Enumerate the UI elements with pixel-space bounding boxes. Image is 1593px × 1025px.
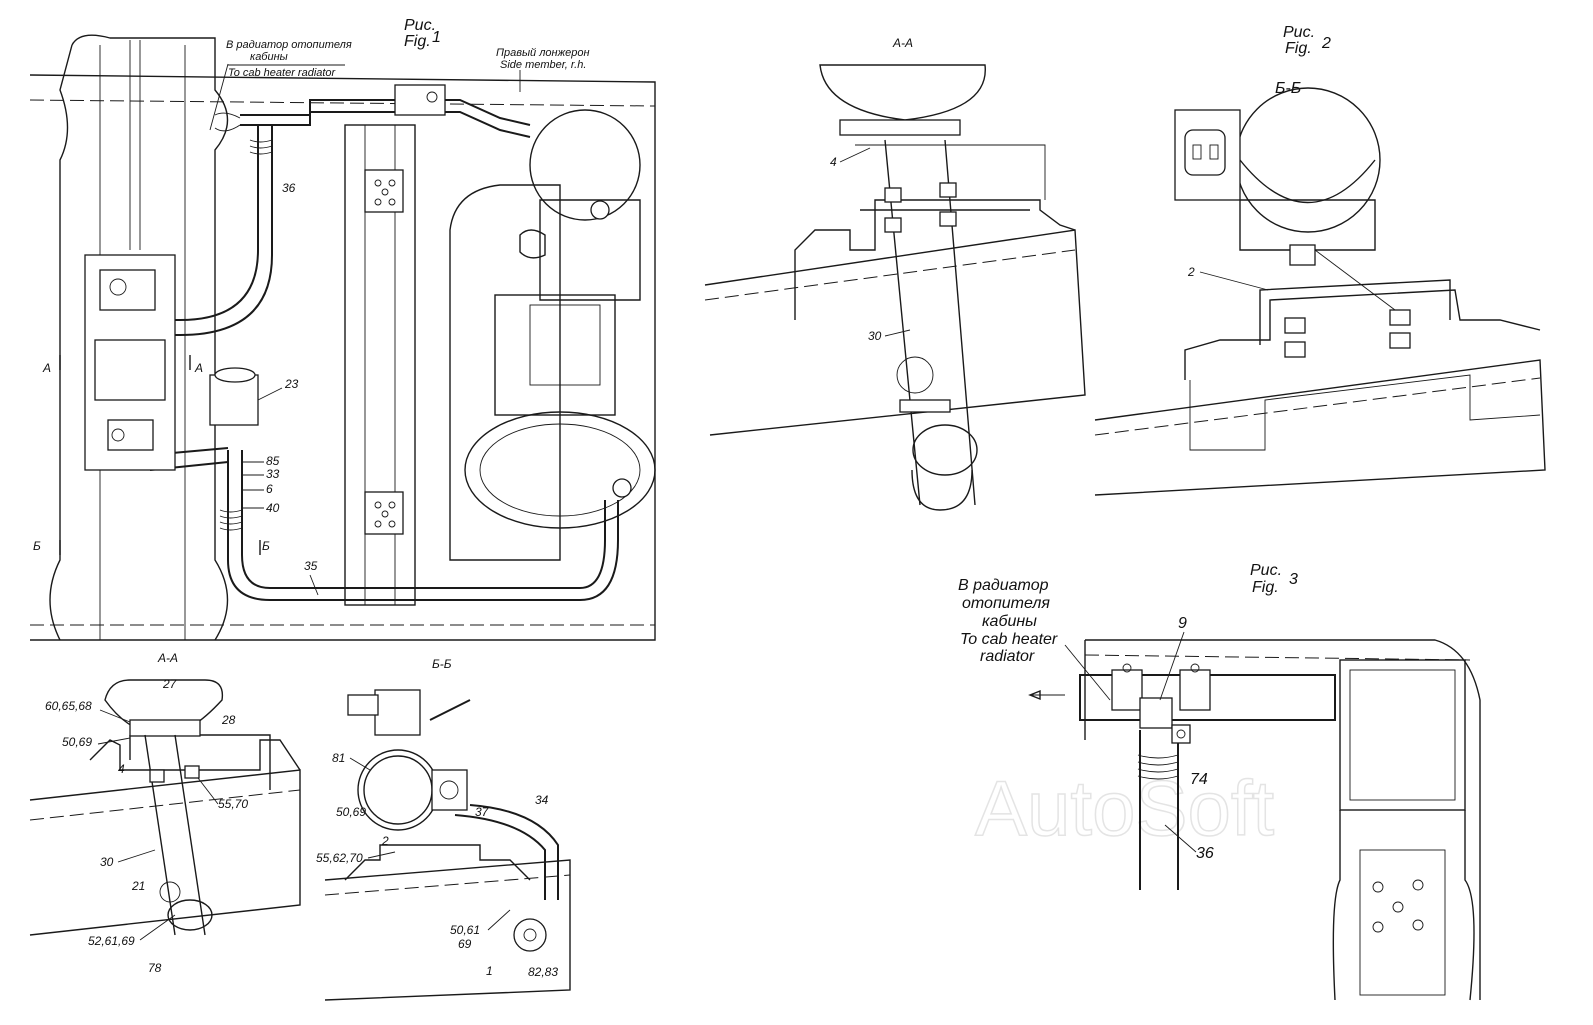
section-mark-b-left: Б	[33, 539, 41, 553]
callout-55-70: 55,70	[218, 797, 248, 811]
fig1-note-ru-line1: В радиатор отопителя	[226, 39, 352, 51]
callout-85: 85	[266, 454, 280, 468]
callout-23: 23	[284, 377, 299, 391]
callout-28: 28	[221, 713, 236, 727]
callout-52-61-69: 52,61,69	[88, 934, 135, 948]
view-bb-small: Б-Б 81 50,69 37 34 2 55,62,70 50,61 69 1…	[316, 657, 571, 1001]
callout-60-65-68: 60,65,68	[45, 699, 92, 713]
callout-78: 78	[148, 961, 162, 975]
callout-4: 4	[118, 762, 125, 776]
callout-2-fig2: 2	[1187, 265, 1195, 279]
callout-82-83: 82,83	[528, 965, 558, 979]
callout-30-fig2: 30	[868, 329, 882, 343]
fig1-caption-en: Fig.	[404, 33, 431, 50]
fig3-number: 3	[1289, 571, 1298, 588]
callout-9: 9	[1178, 615, 1187, 632]
fig3-note-en-line1: To cab heater	[960, 631, 1058, 648]
callout-6: 6	[266, 482, 273, 496]
callout-27: 27	[162, 677, 178, 691]
callout-40: 40	[266, 501, 280, 515]
callout-2-small: 2	[381, 834, 389, 848]
callout-50-69: 50,69	[62, 735, 92, 749]
watermark: AutoSoft	[975, 764, 1275, 852]
fig3-caption-ru: Рис.	[1250, 562, 1282, 579]
fig3-caption-en: Fig.	[1252, 579, 1279, 596]
callout-69-bb: 69	[458, 937, 472, 951]
callout-74: 74	[1190, 771, 1208, 788]
fig2-caption-ru: Рис.	[1283, 24, 1315, 41]
callout-50-61: 50,61	[450, 923, 480, 937]
callout-81: 81	[332, 751, 345, 765]
view-aa-small-title: А-А	[157, 651, 178, 665]
callout-21: 21	[131, 879, 145, 893]
callout-34: 34	[535, 793, 549, 807]
fig1-note-ru-line2: кабины	[250, 51, 288, 63]
fig2-number: 2	[1321, 35, 1331, 52]
section-mark-a-right: А	[194, 361, 203, 375]
callout-36-fig3: 36	[1196, 845, 1214, 862]
fig1-side-member-ru: Правый лонжерон	[496, 47, 590, 59]
callout-1: 1	[486, 964, 493, 978]
fig1-number: 1	[432, 29, 441, 46]
callout-36: 36	[282, 181, 296, 195]
section-mark-a-left: А	[42, 361, 51, 375]
fig3-note-ru-line3: кабины	[982, 613, 1037, 630]
fig1-side-member-en: Side member, r.h.	[500, 59, 586, 71]
callout-50-69-bb: 50,69	[336, 805, 366, 819]
figure-1-plan-view: А А Б Б Рис. Fig. 1 В радиатор отопителя…	[29, 17, 656, 641]
fig3-note-en-line2: radiator	[980, 648, 1035, 665]
callout-35: 35	[304, 559, 318, 573]
callout-4-fig2: 4	[830, 155, 837, 169]
callout-33: 33	[266, 467, 280, 481]
fig2-caption-en: Fig.	[1285, 40, 1312, 57]
figure-2-view-bb: Рис. Fig. 2 Б-Б 2	[1094, 24, 1546, 496]
view-aa-small: А-А 27 60,65,68 28 50,69 4 55,70 30 21 5…	[29, 651, 301, 975]
view-bb-small-title: Б-Б	[432, 657, 452, 671]
callout-37: 37	[475, 805, 490, 819]
figure-2-view-aa: А-А 4 30	[704, 36, 1086, 511]
callout-55-62-70: 55,62,70	[316, 851, 363, 865]
fig3-note-ru-line2: отопителя	[962, 595, 1050, 612]
fig1-note-en: To cab heater radiator	[228, 67, 337, 79]
fig3-note-ru-line1: В радиатор	[958, 577, 1049, 594]
fig1-caption-ru: Рис.	[404, 17, 436, 34]
section-mark-b-right: Б	[262, 539, 270, 553]
figure-3: Рис. Fig. 3 В радиатор отопителя кабины …	[958, 562, 1481, 1001]
callout-30-small: 30	[100, 855, 114, 869]
fig2-view-aa-title: А-А	[892, 36, 913, 50]
